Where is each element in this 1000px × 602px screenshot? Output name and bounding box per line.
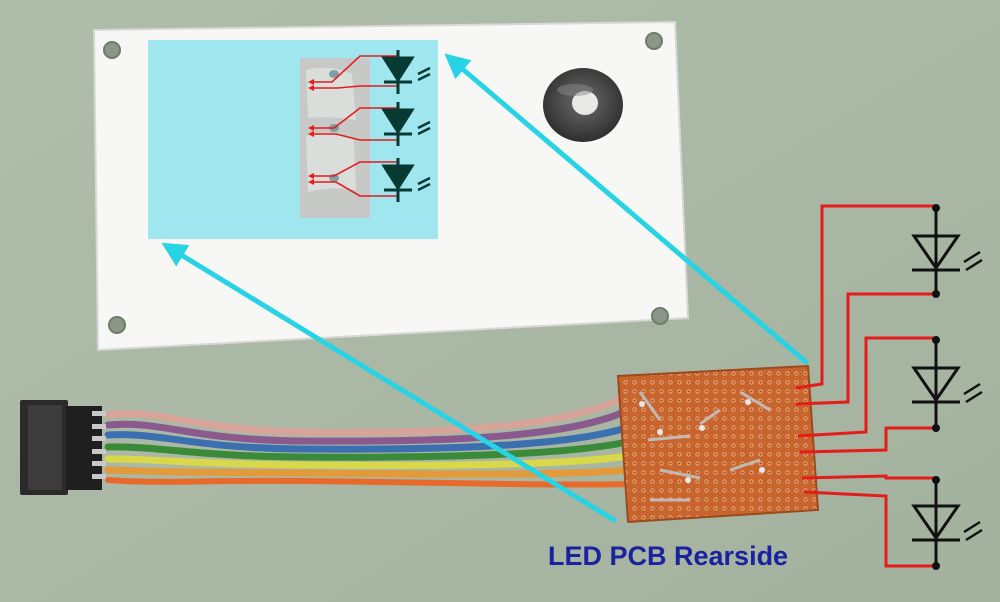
pointer-arrows [161,53,809,523]
connector-plug-icon [20,400,106,495]
led-pcb-board [616,364,820,524]
mounting-hole-icon [103,41,121,59]
led-diode-symbol-icon [381,102,431,146]
highlight-inset [148,40,438,239]
led-wiring [795,204,936,568]
arrow-to-inset-icon [444,53,809,365]
caption-label: LED PCB Rearside [548,541,789,571]
led-diode-symbol-icon [911,476,983,570]
led-diode-symbol-icon [911,336,983,432]
mounting-hole-icon [645,32,663,50]
led-diode-symbol-icon [381,158,431,202]
led-diode-symbol-icon [911,204,983,298]
mounting-hole-icon [108,316,126,334]
led-diode-symbol-icon [381,50,431,94]
arrow-to-highlight-icon [161,242,617,523]
rubber-grommet-icon [543,68,623,142]
mounting-hole-icon [651,307,669,325]
